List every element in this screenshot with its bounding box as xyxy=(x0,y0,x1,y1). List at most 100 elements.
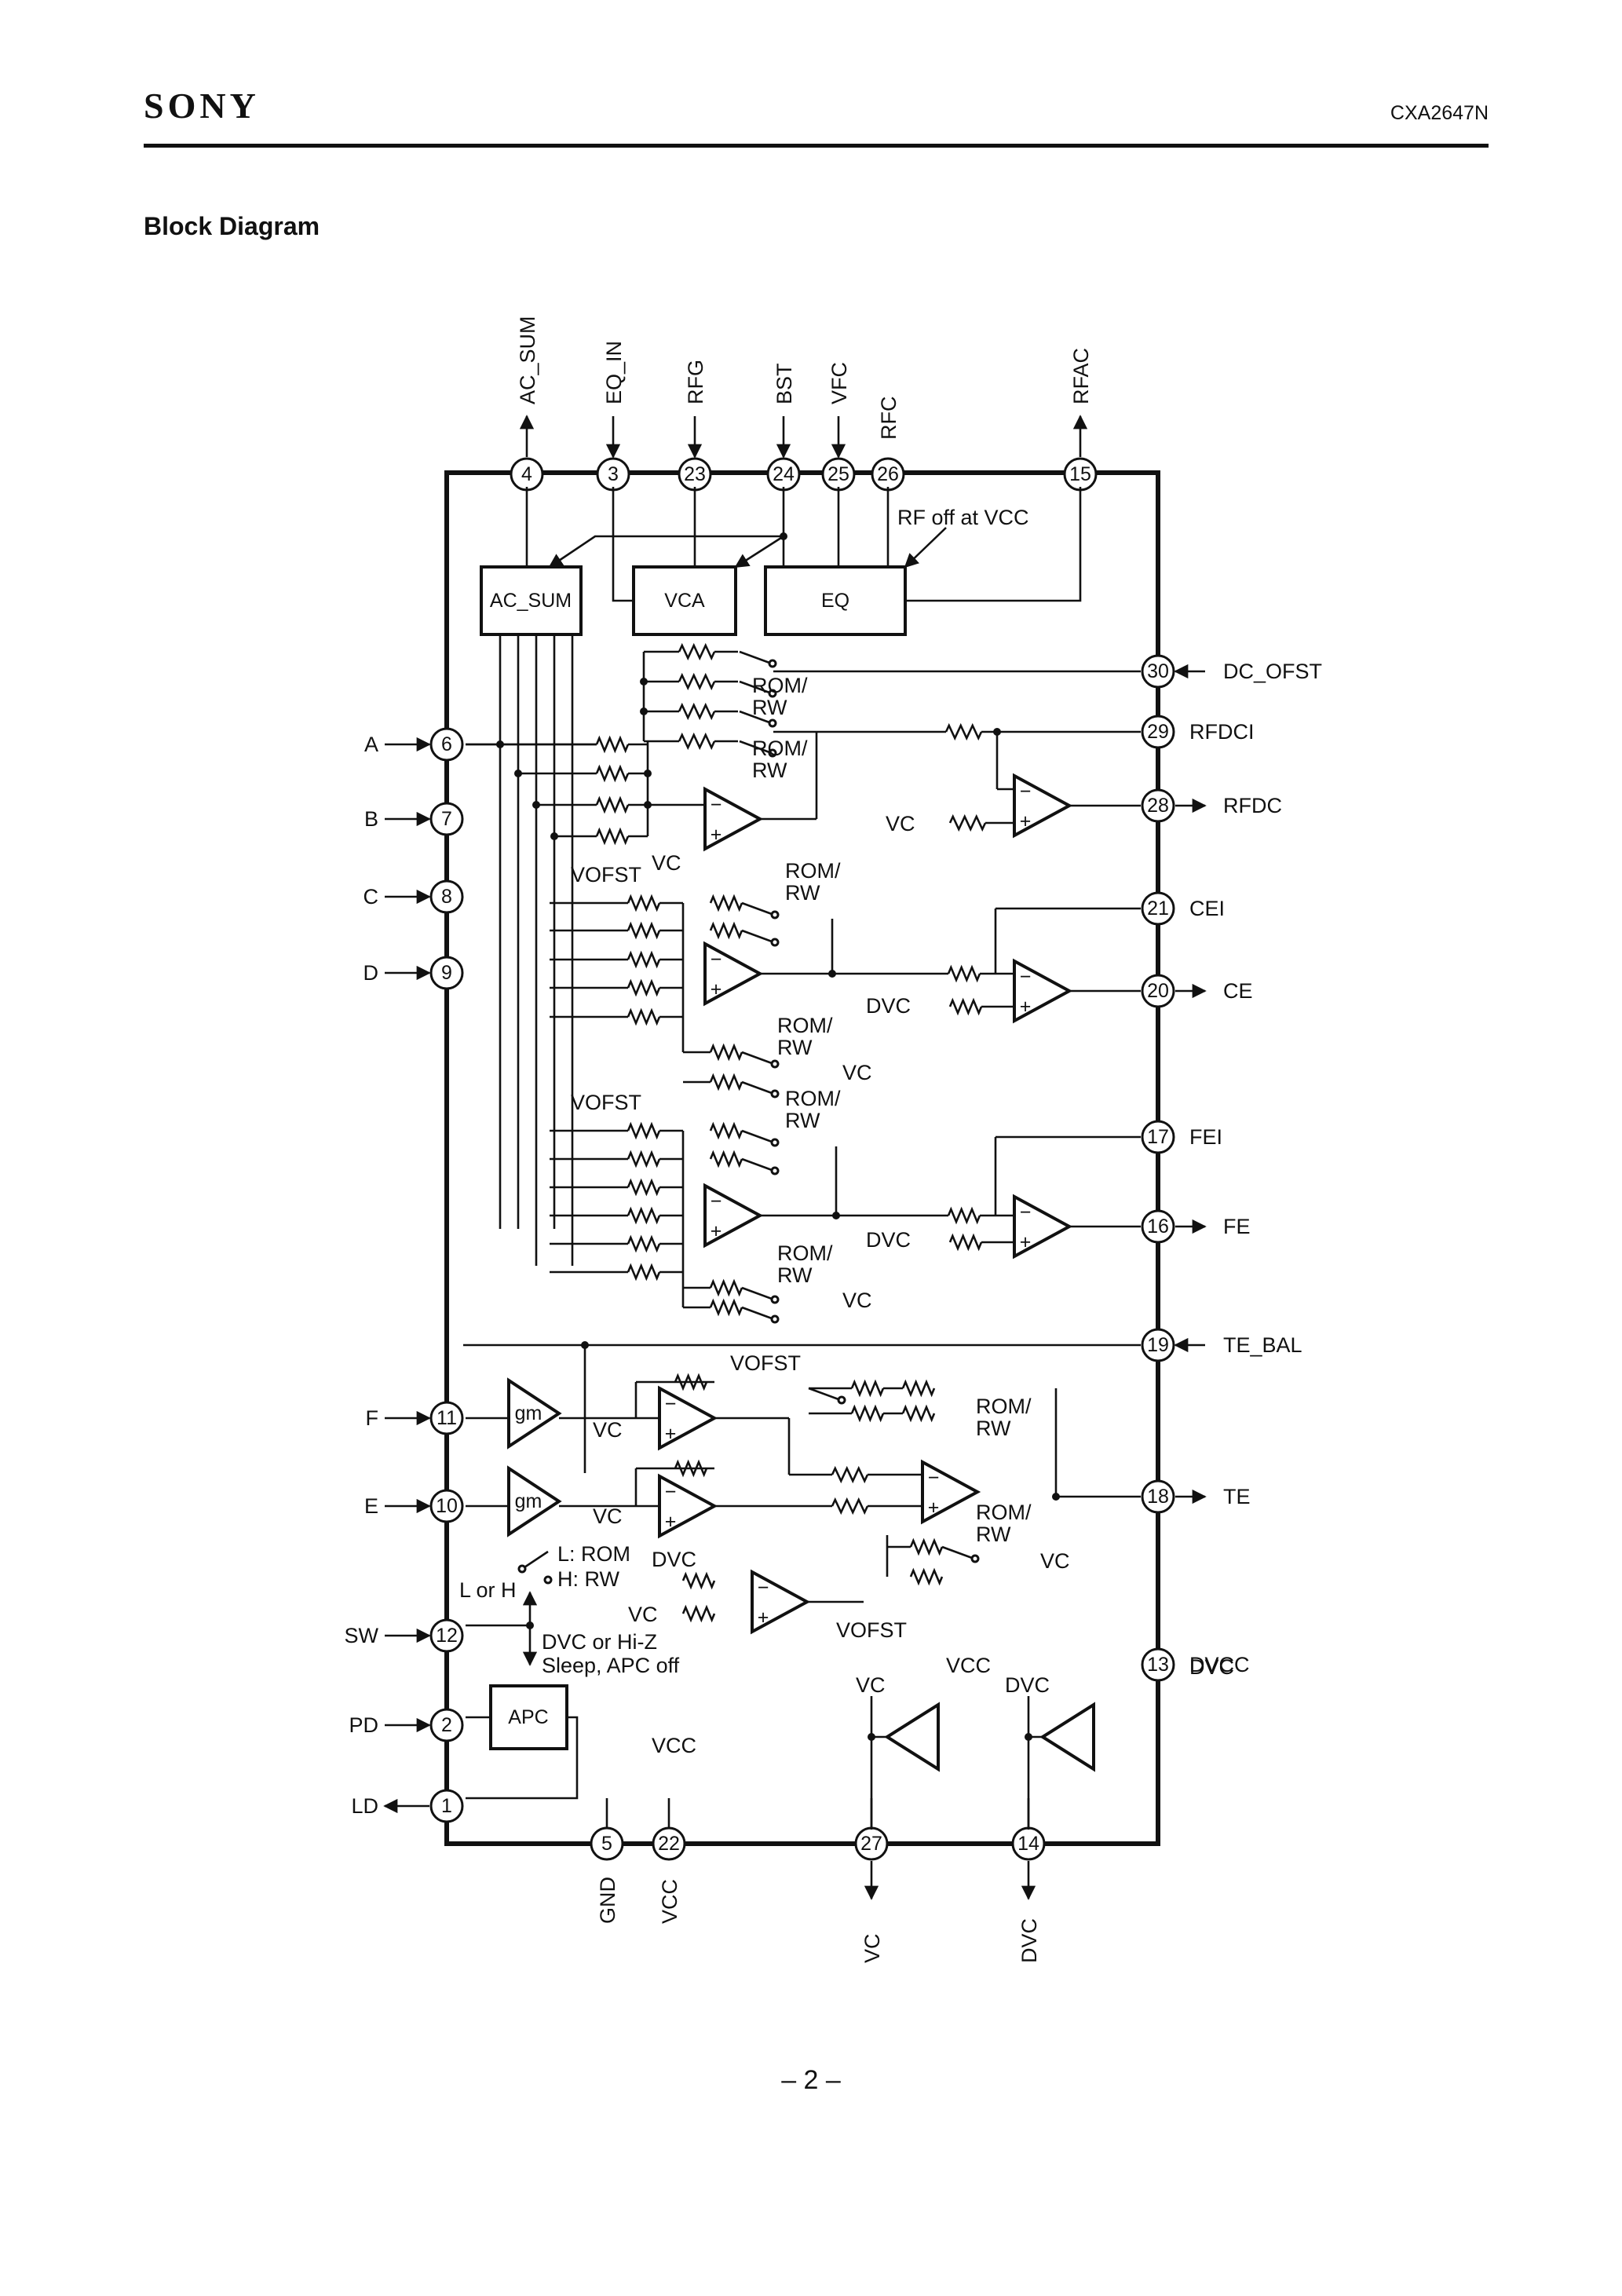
pin-1-label: LD xyxy=(351,1794,378,1818)
op-amp-plus: + xyxy=(1020,1231,1032,1253)
resistor xyxy=(681,1604,716,1623)
pin-20 xyxy=(1141,974,1175,1008)
resistor xyxy=(944,722,983,741)
pin-18 xyxy=(1141,1479,1175,1514)
resistor xyxy=(595,827,630,846)
switch-contact xyxy=(768,718,777,728)
op-amp-plus: + xyxy=(665,1511,677,1533)
op-amp xyxy=(921,1459,981,1525)
op-amp xyxy=(1013,773,1073,839)
op-amp xyxy=(1013,1194,1073,1260)
gm-label-f: gm xyxy=(515,1402,542,1424)
resistor xyxy=(678,642,716,661)
switch-contact xyxy=(837,1395,846,1405)
pin-9-label: D xyxy=(363,961,379,985)
op-amp-minus: − xyxy=(1020,966,1032,988)
dvc-label: DVC xyxy=(866,1228,911,1252)
resistor xyxy=(831,1497,869,1515)
switch-contact xyxy=(770,1089,780,1099)
resistor xyxy=(709,1121,743,1140)
rom-rw-label: RW xyxy=(777,1263,813,1287)
op-amp xyxy=(703,941,764,1007)
dvc-label: DVC xyxy=(866,994,911,1018)
dvc-label: DVC xyxy=(652,1548,696,1571)
vc-label: VC xyxy=(1040,1549,1070,1573)
rom-rw-label: RW xyxy=(752,696,787,719)
pin-22-label: VCC xyxy=(658,1879,681,1924)
switch-contact xyxy=(770,938,780,947)
page-number: – 2 – xyxy=(781,2065,841,2095)
pin-24-number: 24 xyxy=(773,463,795,485)
op-amp-minus: − xyxy=(1020,781,1032,803)
rom-rw-label: ROM/ xyxy=(976,1395,1032,1418)
pin-3-label: EQ_IN xyxy=(602,341,626,404)
switch xyxy=(741,1129,773,1143)
rom-rw-label: ROM/ xyxy=(752,674,808,697)
resistor xyxy=(709,894,743,912)
resistor xyxy=(627,1150,661,1168)
vc-label: VC xyxy=(842,1289,872,1312)
resistor xyxy=(627,1263,661,1281)
sw-h-rw: H: RW xyxy=(557,1567,620,1591)
vofst-label: VOFST xyxy=(836,1618,907,1642)
op-amp-minus: − xyxy=(665,1481,677,1503)
op-amp-plus: + xyxy=(711,824,722,846)
switch-contact xyxy=(970,1554,980,1563)
pin-10 xyxy=(429,1489,464,1523)
rom-rw-label: RW xyxy=(976,1417,1011,1440)
resistor xyxy=(709,1150,743,1168)
pin-6 xyxy=(429,727,464,762)
pin-22 xyxy=(652,1826,686,1861)
resistor xyxy=(948,813,987,832)
junction xyxy=(514,770,522,777)
dvc-top-label: DVC xyxy=(1005,1673,1050,1697)
eq-block xyxy=(764,565,907,636)
pin-2 xyxy=(429,1708,464,1742)
rom-rw-label: ROM/ xyxy=(785,1087,841,1110)
resistor xyxy=(709,1278,743,1297)
rom-rw-label: RW xyxy=(785,881,820,905)
resistor xyxy=(831,1465,869,1484)
resistor xyxy=(627,950,661,969)
pin-13 xyxy=(1141,1647,1175,1682)
vcc-bottom-label: VCC xyxy=(652,1734,696,1757)
op-amp-plus: + xyxy=(1020,810,1032,832)
vc-label: VC xyxy=(593,1418,623,1442)
gm-amp-f xyxy=(507,1377,562,1450)
resistor xyxy=(627,1007,661,1026)
apc-label: APC xyxy=(508,1706,548,1728)
ac-sum-label: AC_SUM xyxy=(490,590,572,612)
resistor xyxy=(947,964,981,983)
sony-logo: SONY xyxy=(144,86,260,126)
switch-contact xyxy=(770,910,780,919)
op-amp-minus: − xyxy=(1020,1201,1032,1223)
resistor xyxy=(627,1178,661,1197)
op-amp xyxy=(751,1569,811,1635)
resistor xyxy=(948,1233,983,1252)
resistor xyxy=(678,672,716,691)
pin-26-label: RFC xyxy=(877,397,901,441)
pin-8-label: C xyxy=(363,885,379,909)
op-amp-plus: + xyxy=(928,1497,940,1519)
resistor xyxy=(948,997,983,1016)
rom-rw-label: RW xyxy=(777,1036,813,1059)
pin-14-number: 14 xyxy=(1017,1833,1039,1855)
vca-block xyxy=(632,565,737,636)
switch xyxy=(741,1051,773,1065)
sw-l-rom: L: ROM xyxy=(557,1542,630,1566)
op-amp xyxy=(1013,958,1073,1024)
pin-3-number: 3 xyxy=(608,463,619,485)
part-number: CXA2647N xyxy=(1390,102,1489,124)
pin-11-label: F xyxy=(366,1406,379,1430)
pin-7-number: 7 xyxy=(441,808,452,830)
pin-9-number: 9 xyxy=(441,962,452,984)
rf-off-note: RF off at VCC xyxy=(897,506,1029,529)
vc-label: VC xyxy=(593,1504,623,1528)
resistor xyxy=(850,1379,885,1398)
pin-21 xyxy=(1141,891,1175,926)
pin-13-label: DVCC xyxy=(1189,1653,1250,1676)
pin-19-label: TE_BAL xyxy=(1223,1333,1302,1357)
resistor xyxy=(627,978,661,997)
switch xyxy=(808,1387,839,1401)
